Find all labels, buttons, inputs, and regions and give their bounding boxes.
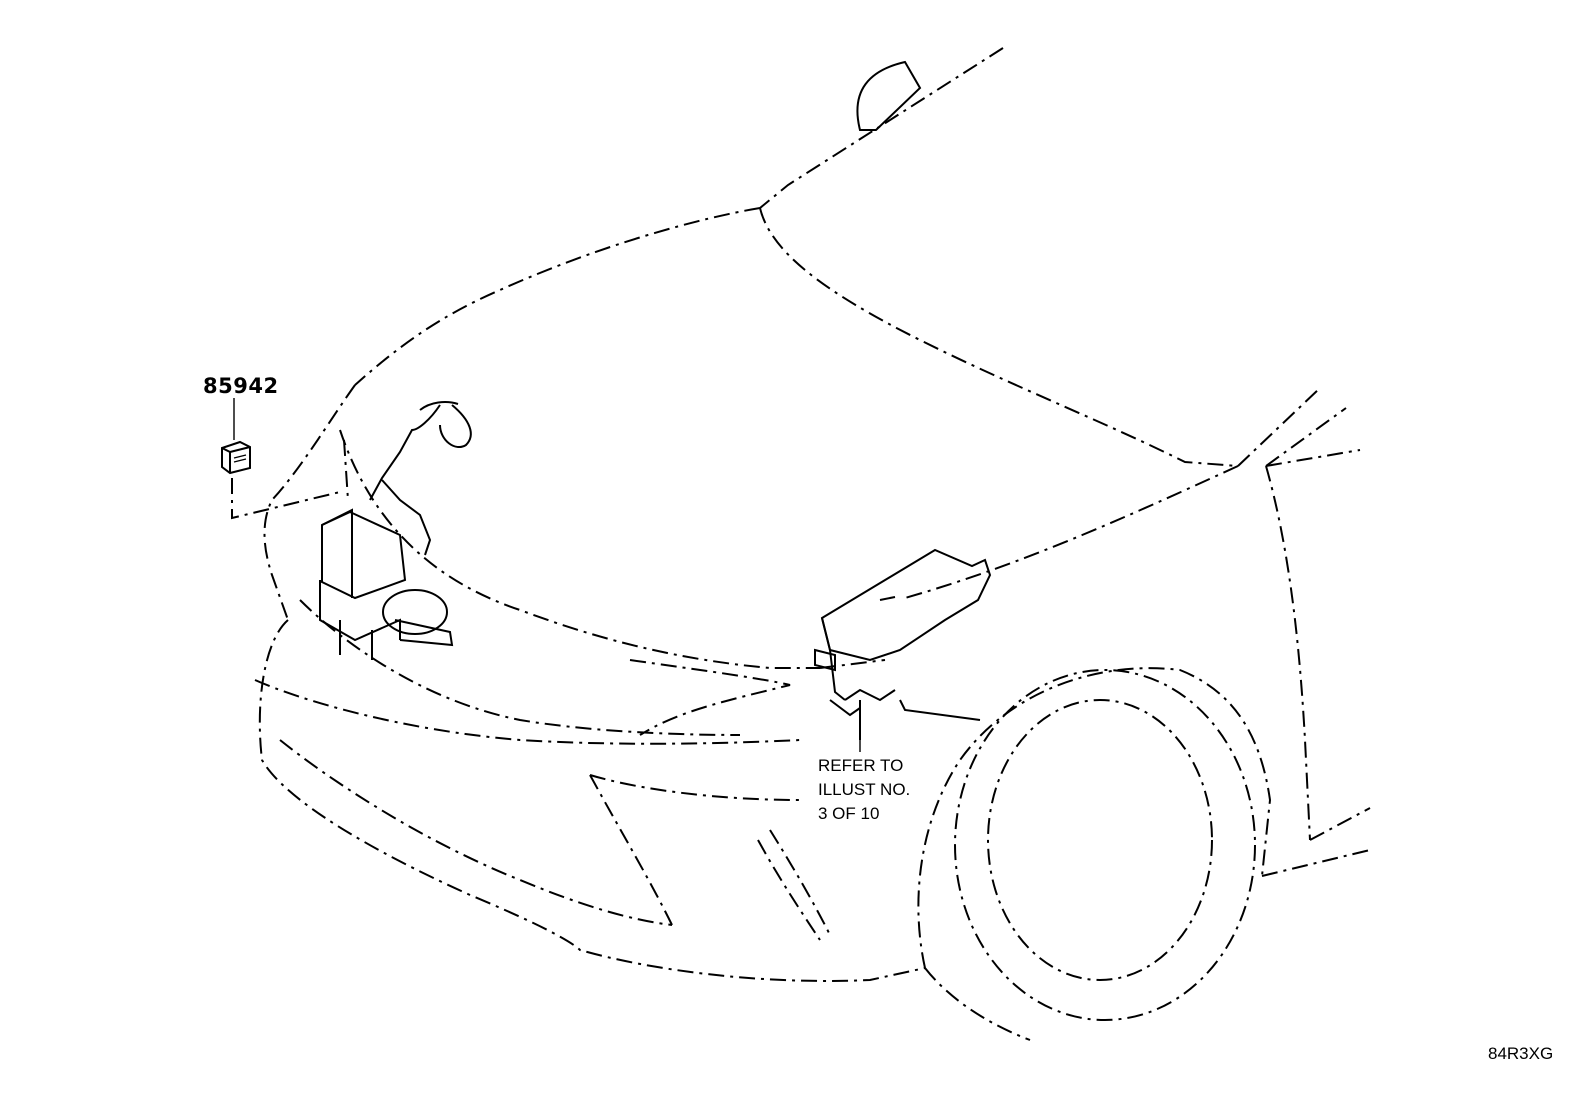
car-body-outline [254,47,1371,1041]
part-85942-icon [221,440,251,475]
refer-note-line-3: 3 OF 10 [818,804,880,823]
illustration-code: 84R3XG [1488,1044,1554,1063]
refer-note-line-2: ILLUST NO. [818,780,911,799]
relay-block [814,548,992,740]
refer-note-line-1: REFER TO [818,756,904,775]
part-number-label: 85942 [203,374,279,398]
leader-lines [231,398,861,752]
side-mirror [856,60,922,131]
washer-bracket-assembly [319,401,472,660]
